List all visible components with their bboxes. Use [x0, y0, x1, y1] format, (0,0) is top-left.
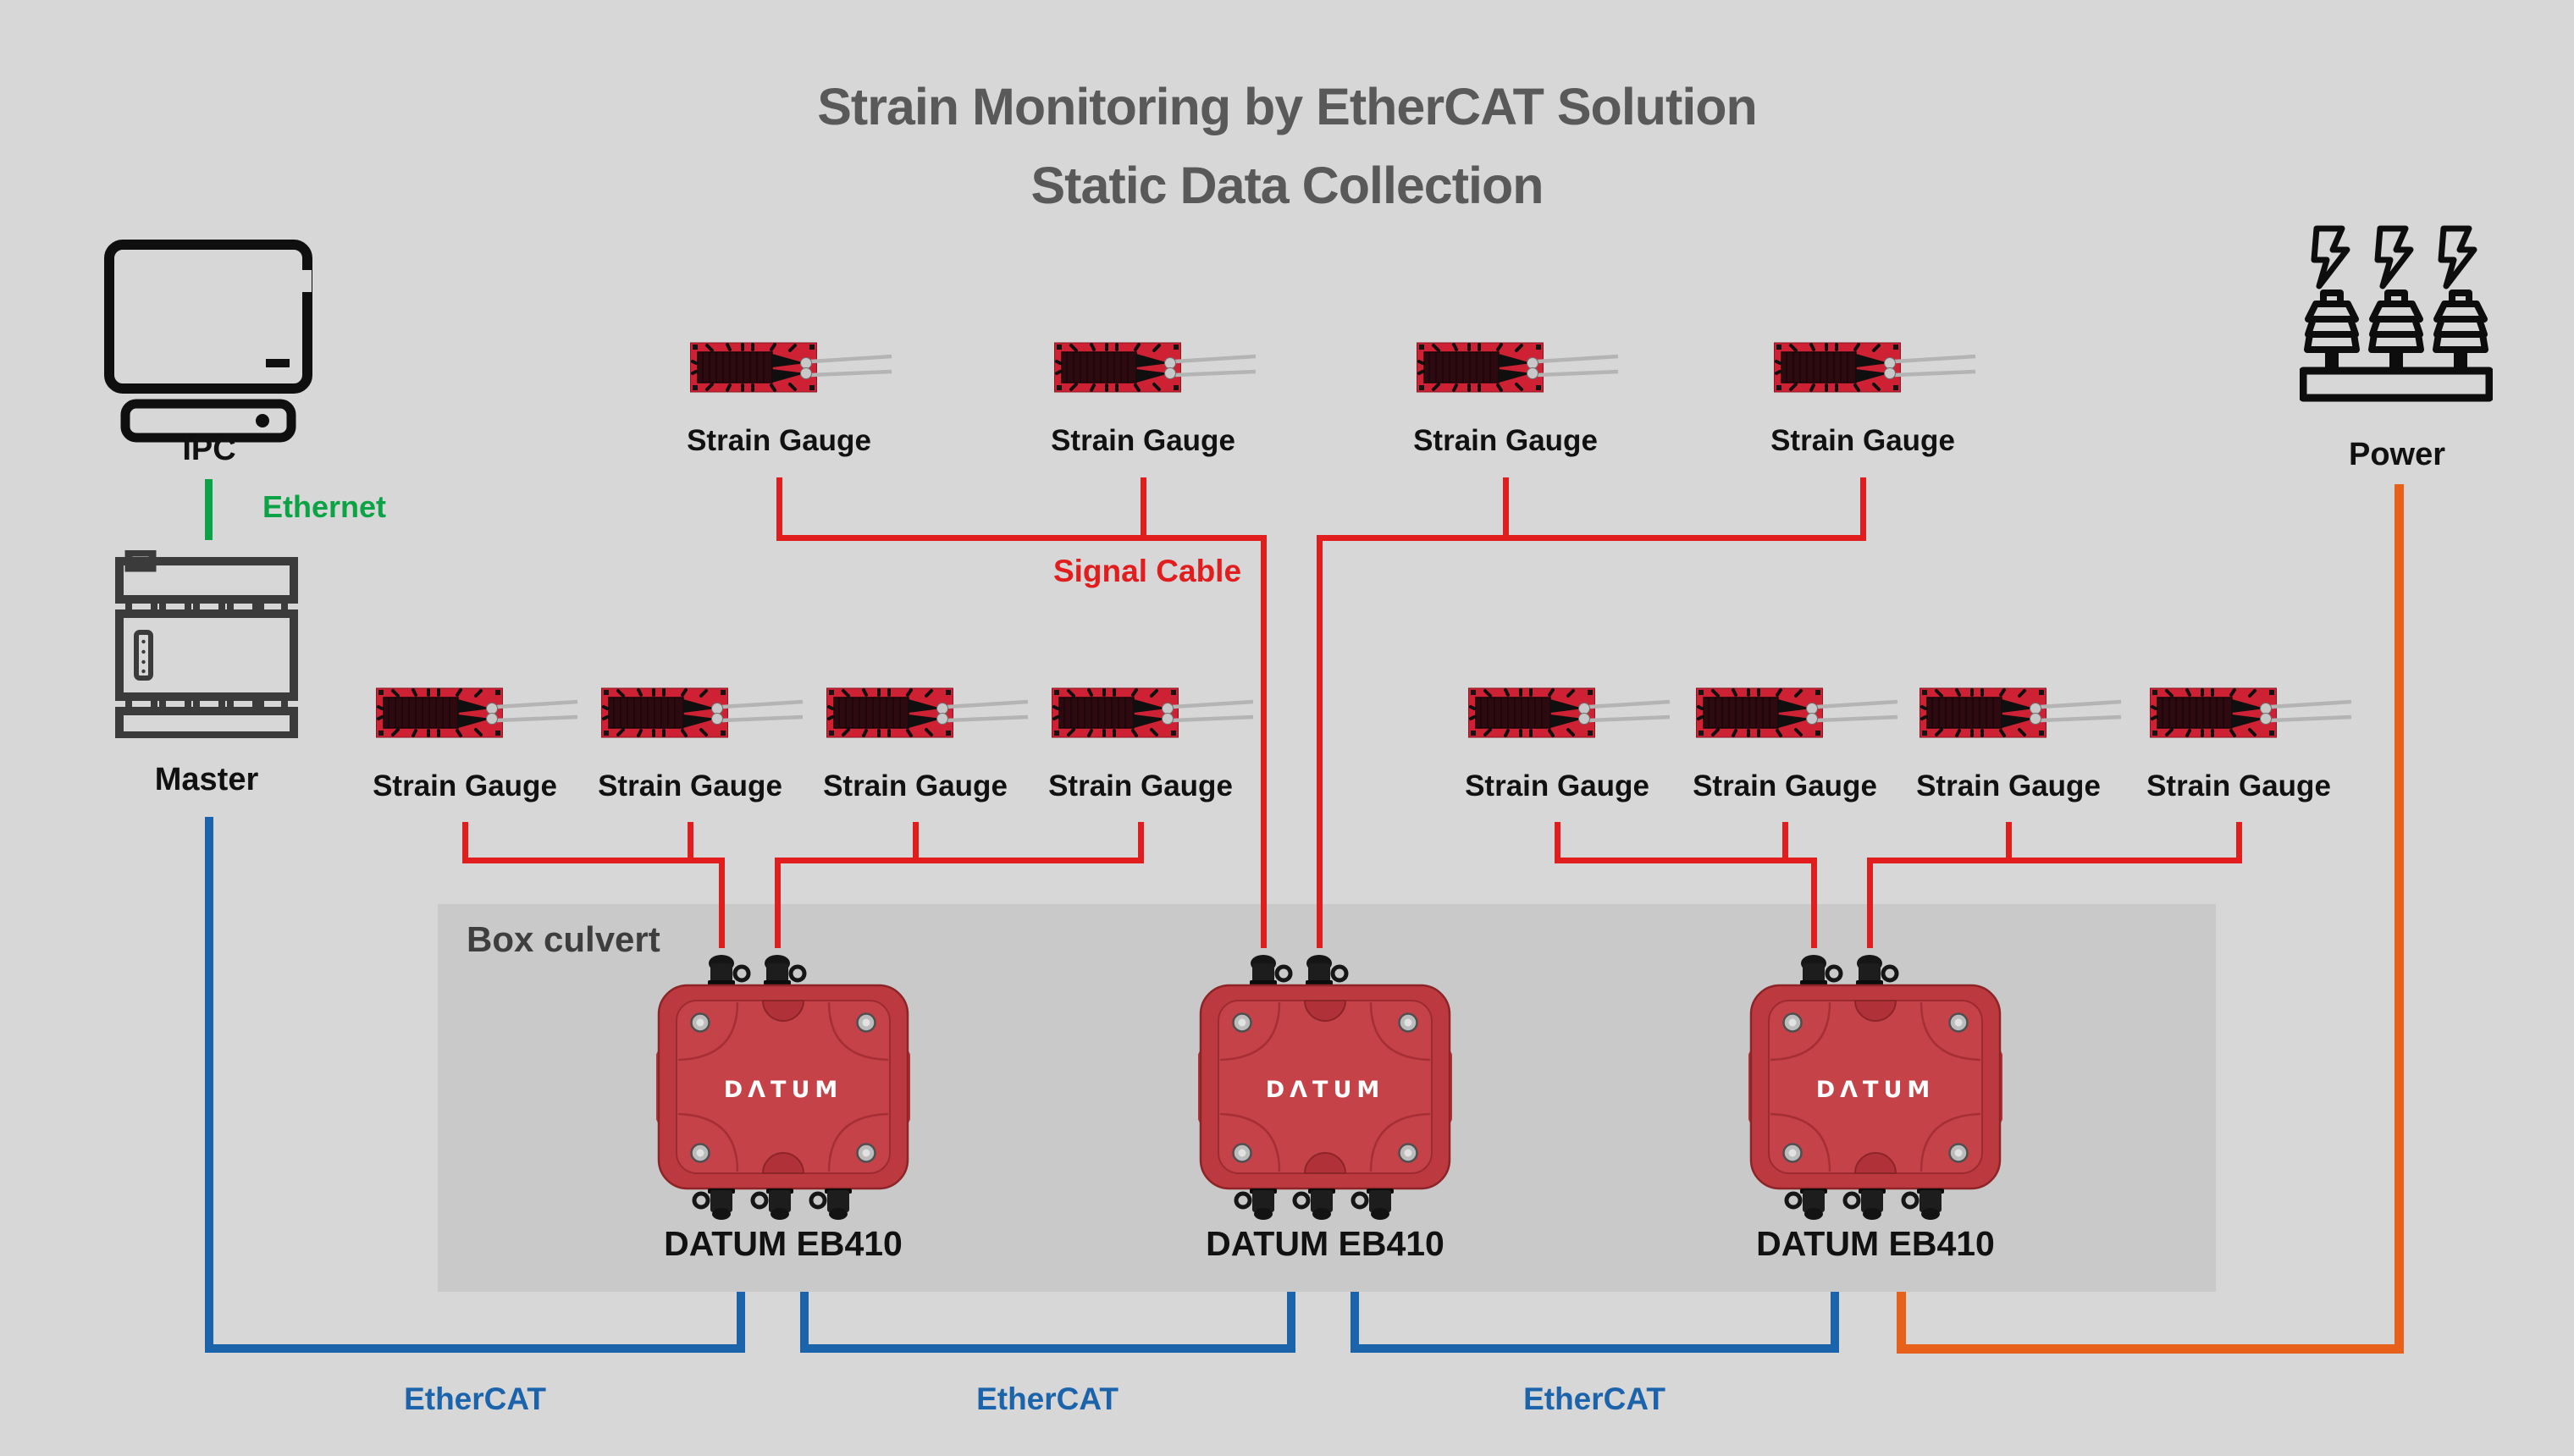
signal-cable-stub [776, 477, 782, 538]
signal-cable-stub [1138, 822, 1144, 863]
signal-cable-drop [775, 858, 781, 948]
ethercat-line-2-horizontal [800, 1344, 1295, 1353]
ethercat-line-3-down [1351, 1292, 1359, 1353]
strain-gauge-label: Strain Gauge [1693, 769, 1877, 802]
signal-cable-stub [2236, 822, 2242, 863]
title-line-1: Strain Monitoring by EtherCAT Solution [817, 78, 1758, 135]
ipc-label: IPC [182, 432, 236, 467]
strain-gauge-label: Strain Gauge [373, 769, 557, 802]
strain-gauge-icon [1054, 342, 1257, 393]
strain-gauge-icon [2150, 687, 2353, 738]
strain-gauge-label: Strain Gauge [823, 769, 1008, 802]
ethercat-line-2-down [800, 1292, 809, 1353]
signal-cable-drop [1317, 535, 1323, 948]
signal-cable-label: Signal Cable [1052, 554, 1242, 588]
title-line-2: Static Data Collection [1030, 157, 1544, 214]
master-label: Master [154, 762, 259, 797]
datum-device-icon [656, 951, 910, 1226]
strain-gauge-label: Strain Gauge [1048, 769, 1233, 802]
signal-cable-bus [1867, 858, 2242, 863]
master-plc-icon [115, 550, 298, 738]
ethercat-line-3-horizontal [1351, 1344, 1839, 1353]
device-label: DATUM EB410 [1756, 1224, 1995, 1263]
signal-cable-drop [1811, 858, 1817, 948]
ethernet-line [205, 479, 213, 540]
strain-gauge-label: Strain Gauge [687, 424, 871, 457]
box-culvert-label: Box culvert [467, 919, 660, 959]
signal-cable-bus [1555, 858, 1817, 863]
strain-gauge-icon [1696, 687, 1899, 738]
strain-gauge-icon [1774, 342, 1977, 393]
power-line-up [1897, 1292, 1906, 1353]
strain-gauge-icon [690, 342, 893, 393]
signal-cable-stub [913, 822, 919, 863]
signal-cable-stub [462, 822, 468, 863]
strain-gauge-icon [1052, 687, 1255, 738]
ethercat-line-1-up [737, 1292, 745, 1353]
signal-cable-bus [776, 535, 1267, 541]
signal-cable-stub [688, 822, 693, 863]
strain-gauge-icon [376, 687, 579, 738]
signal-cable-drop [719, 858, 725, 948]
signal-cable-bus [775, 858, 1144, 863]
signal-cable-stub [1860, 477, 1866, 538]
signal-cable-drop [1867, 858, 1873, 948]
ethercat-line-1-horizontal [205, 1344, 745, 1353]
strain-gauge-label: Strain Gauge [1770, 424, 1955, 457]
signal-cable-stub [1503, 477, 1509, 538]
device-label: DATUM EB410 [1206, 1224, 1444, 1263]
ethercat-line-3-up [1831, 1292, 1839, 1353]
signal-cable-stub [1141, 477, 1146, 538]
ethercat-label: EtherCAT [404, 1382, 546, 1416]
signal-cable-stub [1555, 822, 1560, 863]
page-title: Strain Monitoring by EtherCAT Solution S… [0, 68, 2574, 225]
signal-cable-drop [1261, 535, 1267, 948]
power-icon [2300, 218, 2493, 408]
power-label: Power [2348, 437, 2446, 472]
datum-device-icon [1748, 951, 2002, 1226]
ethercat-label: EtherCAT [1523, 1382, 1665, 1416]
signal-cable-stub [2006, 822, 2012, 863]
strain-gauge-icon [1417, 342, 1620, 393]
ethernet-label: Ethernet [262, 489, 387, 524]
strain-gauge-icon [826, 687, 1030, 738]
strain-gauge-icon [601, 687, 804, 738]
datum-device-icon [1198, 951, 1452, 1226]
signal-cable-bus [1317, 535, 1866, 541]
strain-gauge-label: Strain Gauge [2146, 769, 2331, 802]
ipc-icon [103, 240, 313, 443]
ethercat-label: EtherCAT [976, 1382, 1119, 1416]
power-line-vertical [2394, 484, 2404, 1354]
strain-gauge-icon [1468, 687, 1671, 738]
strain-gauge-label: Strain Gauge [1465, 769, 1649, 802]
signal-cable-stub [1782, 822, 1788, 863]
ethercat-line-2-up [1287, 1292, 1295, 1353]
power-line-horizontal [1897, 1344, 2404, 1354]
strain-gauge-label: Strain Gauge [1051, 424, 1235, 457]
strain-gauge-label: Strain Gauge [598, 769, 782, 802]
signal-cable-bus [462, 858, 725, 863]
strain-gauge-label: Strain Gauge [1413, 424, 1598, 457]
device-label: DATUM EB410 [664, 1224, 903, 1263]
strain-gauge-label: Strain Gauge [1916, 769, 2101, 802]
strain-gauge-icon [1919, 687, 2123, 738]
ethercat-line-master-down [205, 817, 213, 1353]
